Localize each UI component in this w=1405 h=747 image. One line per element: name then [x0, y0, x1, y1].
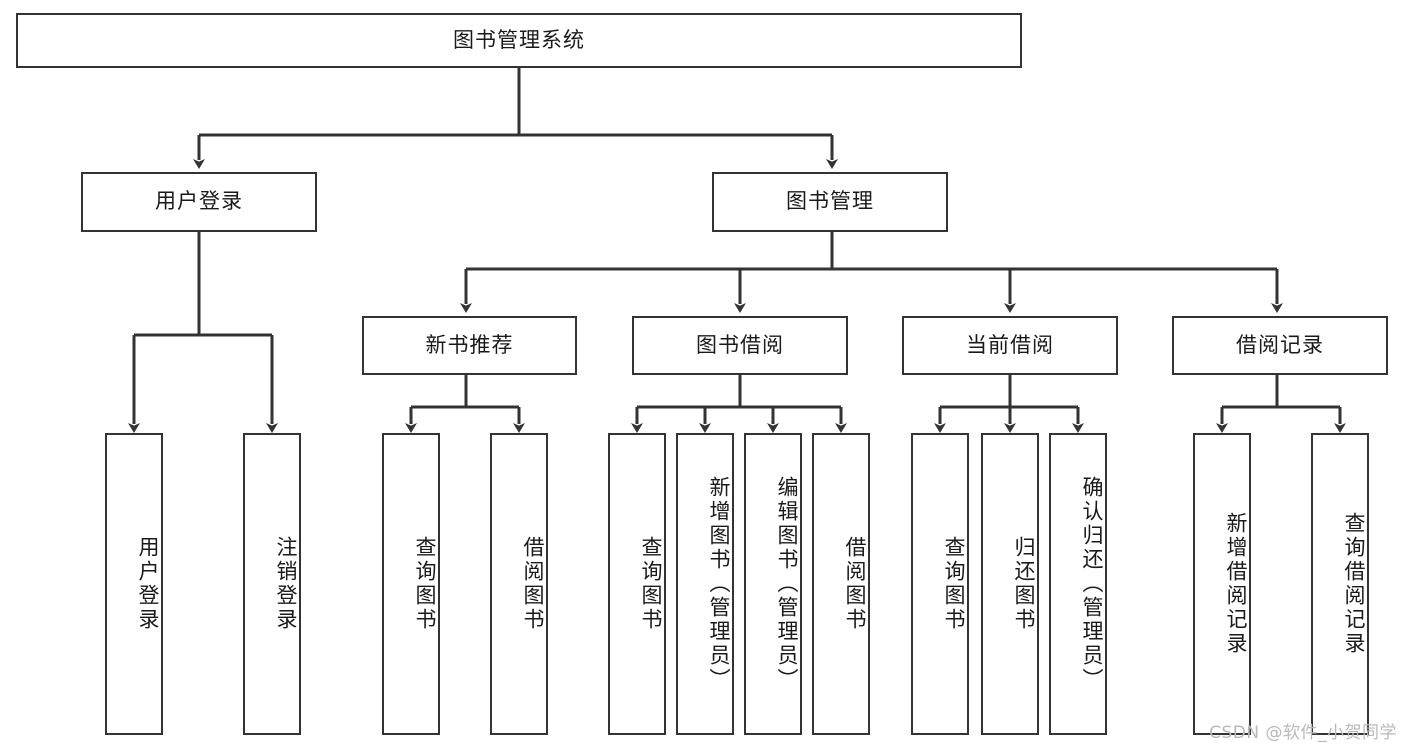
node-label: 新增借阅记录 [1224, 512, 1248, 656]
node-leaf-borrow-book-1[interactable]: 借阅图书 [490, 433, 548, 735]
node-leaf-logout-login[interactable]: 注销登录 [243, 433, 301, 735]
watermark-text: CSDN @软件_小贺同学 [1209, 723, 1397, 743]
node-leaf-query-record[interactable]: 查询借阅记录 [1311, 433, 1369, 735]
node-label: 查询图书 [413, 536, 437, 632]
node-new-book-recommend[interactable]: 新书推荐 [362, 316, 577, 375]
node-label: 新增图书（管理员） [707, 476, 731, 692]
node-label: 借阅记录 [1236, 332, 1324, 357]
node-book-borrow[interactable]: 图书借阅 [632, 316, 848, 375]
node-root-system[interactable]: 图书管理系统 [16, 13, 1022, 68]
node-label: 归还图书 [1012, 536, 1036, 632]
node-label: 图书管理系统 [453, 27, 585, 52]
node-label: 用户登录 [136, 536, 160, 632]
node-leaf-confirm-return[interactable]: 确认归还（管理员） [1049, 433, 1107, 735]
node-label: 图书管理 [786, 189, 874, 214]
node-label: 图书借阅 [696, 332, 784, 357]
node-leaf-query-book-1[interactable]: 查询图书 [382, 433, 440, 735]
node-leaf-edit-book[interactable]: 编辑图书（管理员） [744, 433, 802, 735]
node-leaf-query-book-2[interactable]: 查询图书 [608, 433, 666, 735]
node-label: 查询图书 [942, 536, 966, 632]
node-user-login[interactable]: 用户登录 [81, 172, 317, 232]
node-leaf-add-record[interactable]: 新增借阅记录 [1193, 433, 1251, 735]
node-current-borrow[interactable]: 当前借阅 [902, 316, 1118, 375]
node-book-manage[interactable]: 图书管理 [712, 172, 948, 232]
node-leaf-add-book[interactable]: 新增图书（管理员） [676, 433, 734, 735]
node-label: 当前借阅 [966, 332, 1054, 357]
node-label: 查询借阅记录 [1342, 512, 1366, 656]
node-label: 借阅图书 [843, 536, 867, 632]
node-label: 借阅图书 [521, 536, 545, 632]
node-label: 新书推荐 [425, 332, 514, 357]
node-leaf-user-login[interactable]: 用户登录 [105, 433, 163, 735]
node-label: 查询图书 [639, 536, 663, 632]
node-label: 注销登录 [274, 536, 298, 632]
node-label: 确认归还（管理员） [1080, 476, 1104, 692]
node-leaf-borrow-book-2[interactable]: 借阅图书 [812, 433, 870, 735]
node-label: 编辑图书（管理员） [775, 476, 799, 692]
node-borrow-record[interactable]: 借阅记录 [1172, 316, 1388, 375]
node-leaf-return-book[interactable]: 归还图书 [981, 433, 1039, 735]
node-leaf-query-book-3[interactable]: 查询图书 [911, 433, 969, 735]
node-label: 用户登录 [155, 189, 243, 214]
